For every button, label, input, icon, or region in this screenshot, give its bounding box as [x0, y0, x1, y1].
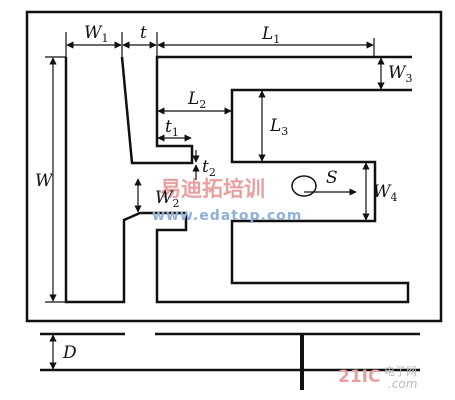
label-w4: W4 — [373, 182, 397, 204]
substrate-outline — [25, 10, 443, 323]
label-w: W — [35, 171, 54, 191]
watermark-chinese: 易迪拓培训 — [160, 177, 265, 201]
label-l3: L3 — [269, 116, 288, 138]
watermark-logo-com: .com — [388, 377, 417, 391]
watermark-logo-chinese: 电子网 — [384, 365, 417, 378]
label-t: t — [140, 23, 147, 43]
label-l1: L1 — [261, 24, 280, 46]
label-d: D — [62, 343, 77, 363]
watermark-url: www.edatop.com — [152, 208, 302, 224]
label-w3: W3 — [388, 63, 412, 85]
s-reference-circle — [291, 175, 317, 197]
label-w2: W2 — [155, 188, 179, 210]
label-l2: L2 — [187, 89, 206, 111]
label-t1: t1 — [165, 117, 179, 139]
label-w1: W1 — [84, 23, 108, 45]
label-t2: t2 — [202, 157, 216, 179]
watermark-logo-number: 21IC — [338, 367, 380, 387]
label-s: S — [326, 168, 338, 188]
